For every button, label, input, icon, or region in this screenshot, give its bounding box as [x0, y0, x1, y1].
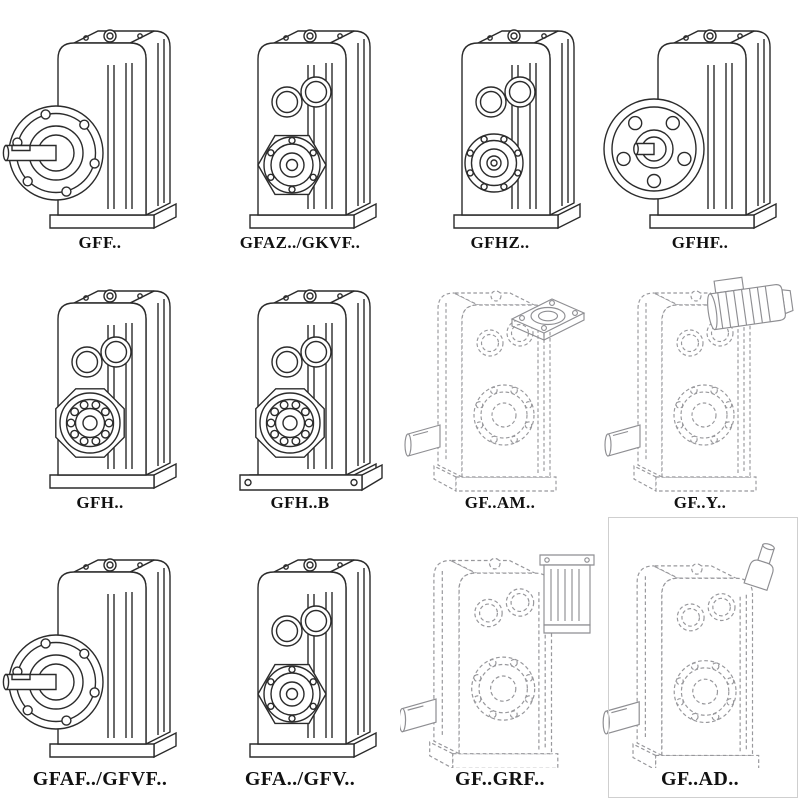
cell-gfh: GFH.. — [0, 258, 200, 518]
gearbox-model-label: GFHZ.. — [470, 233, 530, 252]
cell-gfaz-gkvf: GFAZ../GKVF.. — [200, 0, 400, 258]
gearbox-drawing-gfaz — [249, 29, 377, 229]
gearbox-model-label: GFAF../GFVF.. — [32, 768, 168, 790]
gearbox-model-label: GFF.. — [78, 233, 122, 252]
gearbox-model-label: GFHF.. — [671, 233, 729, 252]
gearbox-drawing-gf-am — [404, 290, 585, 492]
gearbox-model-label: GFH..B — [270, 493, 330, 512]
cell-gfh-b: GFH..B — [200, 258, 400, 518]
gearbox-drawing-gfh — [49, 289, 177, 489]
gearbox-model-label: GFA../GFV.. — [244, 768, 356, 790]
gearbox-drawing-gfa — [249, 558, 377, 758]
cell-gf-ad: GF..AD.. — [600, 518, 800, 800]
cell-gf-am: GF..AM.. — [400, 258, 600, 518]
cell-gfa-gfv: GFA../GFV.. — [200, 518, 400, 800]
gearbox-model-label: GF..GRF.. — [455, 768, 545, 790]
gearbox-drawing-gfh-b — [239, 289, 383, 491]
cell-gfhf: GFHF.. — [600, 0, 800, 258]
gearbox-model-label: GFAZ../GKVF.. — [239, 233, 361, 252]
gearbox-drawing-gff — [2, 29, 177, 229]
gearbox-drawing-gf-grf — [400, 554, 595, 768]
gearbox-drawing-gfhz — [453, 29, 581, 229]
gearbox-model-label: GF..Y.. — [673, 493, 727, 512]
gearbox-drawing-gf-ad — [602, 540, 782, 768]
gearbox-model-label: GF..AM.. — [464, 493, 536, 512]
cell-gfhz: GFHZ.. — [400, 0, 600, 258]
gearbox-model-label: GF..AD.. — [660, 768, 740, 790]
gearbox-drawing-gf-y — [604, 270, 795, 492]
cell-gf-grf: GF..GRF.. — [400, 518, 600, 800]
cell-gf-y: GF..Y.. — [600, 258, 800, 518]
gearbox-drawing-gfhf — [603, 29, 777, 229]
gearbox-drawing-gfaf — [2, 558, 177, 758]
cell-gff: GFF.. — [0, 0, 200, 258]
gearbox-model-label: GFH.. — [76, 493, 124, 512]
cell-gfaf-gfvf: GFAF../GFVF.. — [0, 518, 200, 800]
